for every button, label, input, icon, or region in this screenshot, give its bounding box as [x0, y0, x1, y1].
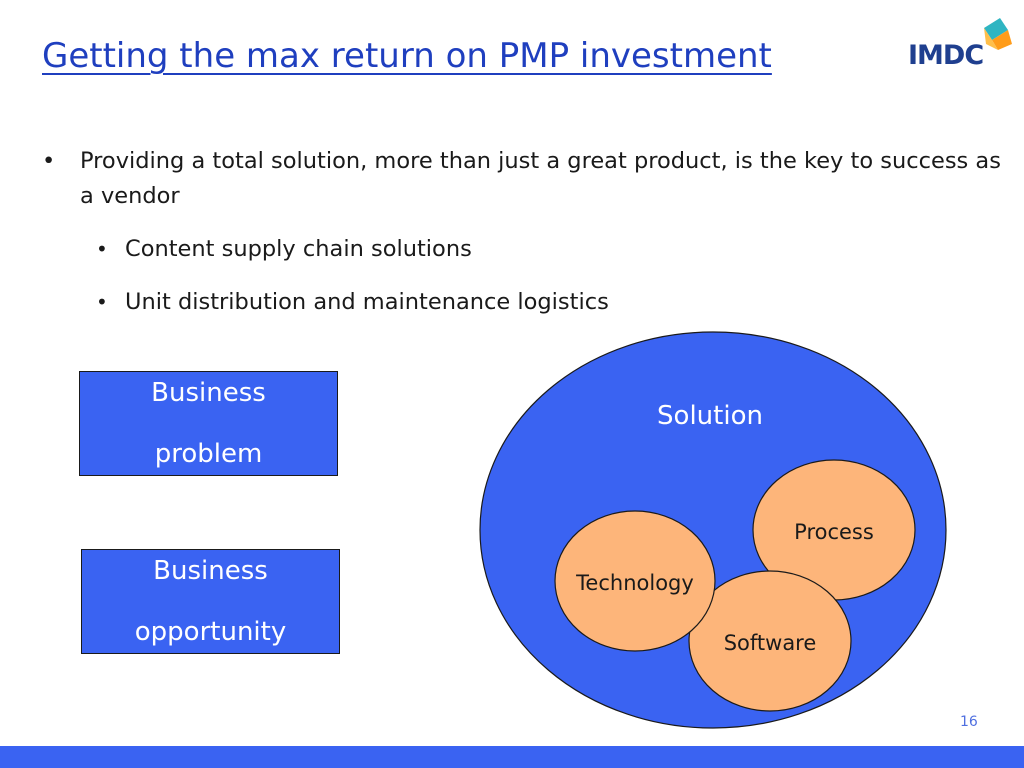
- box-line: Business: [151, 377, 266, 408]
- logo-text: IMDC: [908, 40, 984, 71]
- business-opportunity-box: Business opportunity: [81, 549, 340, 654]
- sub-bullet-content-supply: Content supply chain solutions: [40, 232, 1010, 267]
- page-number: 16: [960, 714, 978, 730]
- process-label: Process: [794, 520, 874, 544]
- box-line: Business: [153, 555, 268, 586]
- box-line: opportunity: [134, 616, 287, 647]
- imdc-logo: IMDC: [908, 14, 1014, 80]
- slide-title: Getting the max return on PMP investment: [42, 36, 772, 76]
- logo-mark-icon: [984, 18, 1012, 50]
- sub-bullet-unit-distribution: Unit distribution and maintenance logist…: [40, 285, 1010, 320]
- software-circle: [688, 570, 852, 712]
- footer-bar: [0, 746, 1024, 768]
- technology-circle: [554, 510, 716, 652]
- business-problem-box: Business problem: [79, 371, 338, 476]
- software-label: Software: [724, 631, 817, 655]
- technology-label: Technology: [575, 571, 694, 595]
- bullet-main: Providing a total solution, more than ju…: [40, 144, 1010, 214]
- solution-label: Solution: [657, 401, 763, 431]
- box-line: problem: [154, 438, 263, 469]
- bullet-list: Providing a total solution, more than ju…: [40, 144, 1010, 320]
